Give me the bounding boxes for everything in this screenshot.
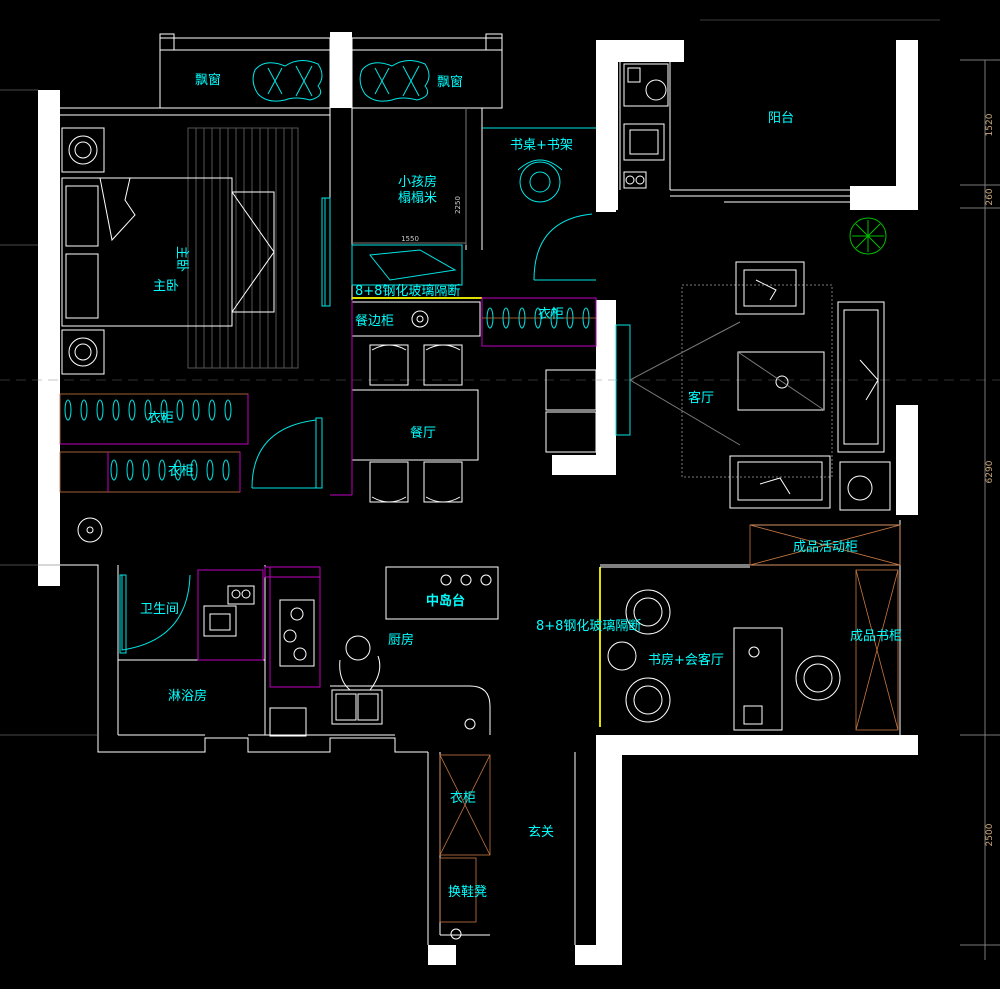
wardrobe-1-label: 衣柜 bbox=[148, 410, 174, 426]
dim-right-4: 2500 bbox=[985, 823, 995, 846]
living-room-label: 客厅 bbox=[688, 390, 714, 406]
wall-outlines bbox=[60, 33, 901, 945]
movable-cabinet-label: 成品活动柜 bbox=[793, 540, 858, 555]
dining-room-label: 餐厅 bbox=[410, 425, 436, 441]
bay-window-cushions bbox=[252, 60, 430, 102]
entrance-wardrobe-label: 衣柜 bbox=[450, 790, 476, 806]
kitchen-furniture bbox=[269, 566, 499, 737]
foyer-label: 玄关 bbox=[528, 825, 554, 840]
person-icon bbox=[339, 635, 381, 691]
sideboard-label: 餐边柜 bbox=[355, 313, 394, 329]
hanger-icon bbox=[80, 399, 88, 421]
hanger-icon bbox=[206, 459, 214, 481]
desk-shelf-label: 书桌+书架 bbox=[510, 138, 573, 153]
hanger-icon bbox=[158, 459, 166, 481]
dim-right-2: 260 bbox=[985, 188, 995, 205]
hanger-icon bbox=[208, 399, 216, 421]
bay-window-left-label: 飘窗 bbox=[195, 72, 221, 88]
study-lounge-label: 书房+会客厅 bbox=[648, 652, 724, 668]
room-labels: 飘窗 飘窗 主卧 主卧 小孩房 榻榻米 书桌+书架 阳台 8+8钢化玻璃隔断 餐… bbox=[140, 72, 902, 900]
bay-window-right-label: 飘窗 bbox=[437, 74, 463, 90]
hanger-icon bbox=[190, 459, 198, 481]
dimension-labels: 1520 260 6290 2500 1550 2250 bbox=[401, 113, 995, 846]
balcony-fixtures bbox=[623, 63, 850, 203]
kids-room-label: 小孩房 bbox=[398, 174, 437, 190]
hanger-icon bbox=[160, 399, 168, 421]
hanger-icon bbox=[110, 459, 118, 481]
hanger-icon bbox=[224, 399, 232, 421]
hanger-icon bbox=[222, 459, 230, 481]
bedroom-rug bbox=[187, 127, 299, 369]
entrance-furniture bbox=[439, 754, 491, 940]
dim-kids-width: 1550 bbox=[401, 235, 419, 243]
bathroom-label: 卫生间 bbox=[140, 602, 179, 617]
glass-partition-bottom-label: 8+8钢化玻璃隔断 bbox=[536, 619, 641, 634]
tatami-label: 榻榻米 bbox=[398, 191, 437, 206]
hanger-icon bbox=[174, 459, 182, 481]
bathroom-fixtures bbox=[119, 566, 321, 661]
dim-right-3: 6290 bbox=[985, 460, 995, 483]
wardrobe-mid-label: 衣柜 bbox=[538, 306, 564, 322]
hanger-icon bbox=[128, 399, 136, 421]
living-room-furniture bbox=[545, 217, 901, 566]
walls bbox=[38, 32, 918, 965]
glass-partition-top-label: 8+8钢化玻璃隔断 bbox=[355, 284, 460, 299]
wardrobe-2-label: 衣柜 bbox=[168, 463, 194, 479]
master-bed-label: 主卧 bbox=[174, 246, 189, 272]
dimension-lines bbox=[0, 19, 1000, 960]
shoe-bench-label: 换鞋凳 bbox=[448, 884, 487, 900]
hanger-icon bbox=[176, 399, 184, 421]
kitchen-island-label: 中岛台 bbox=[426, 593, 465, 609]
dining-furniture bbox=[330, 300, 479, 503]
hanger-icon bbox=[64, 399, 72, 421]
master-bedroom-furniture bbox=[59, 127, 331, 543]
bookcase-label: 成品书柜 bbox=[850, 629, 902, 644]
hanger-icon bbox=[126, 459, 134, 481]
hanger-icon bbox=[112, 399, 120, 421]
balcony-label: 阳台 bbox=[768, 111, 794, 126]
dim-kids-depth: 2250 bbox=[454, 196, 462, 214]
kitchen-label: 厨房 bbox=[388, 632, 414, 648]
plant-icon bbox=[849, 217, 887, 255]
master-bedroom-label: 主卧 bbox=[153, 279, 179, 294]
shower-room-label: 淋浴房 bbox=[168, 688, 207, 704]
hanger-icon bbox=[96, 399, 104, 421]
study-furniture bbox=[599, 566, 899, 731]
kids-room-furniture bbox=[351, 108, 597, 347]
hanger-icon bbox=[192, 399, 200, 421]
hanger-icon bbox=[142, 459, 150, 481]
hanger-icon bbox=[144, 399, 152, 421]
dim-right-1: 1520 bbox=[985, 113, 995, 136]
